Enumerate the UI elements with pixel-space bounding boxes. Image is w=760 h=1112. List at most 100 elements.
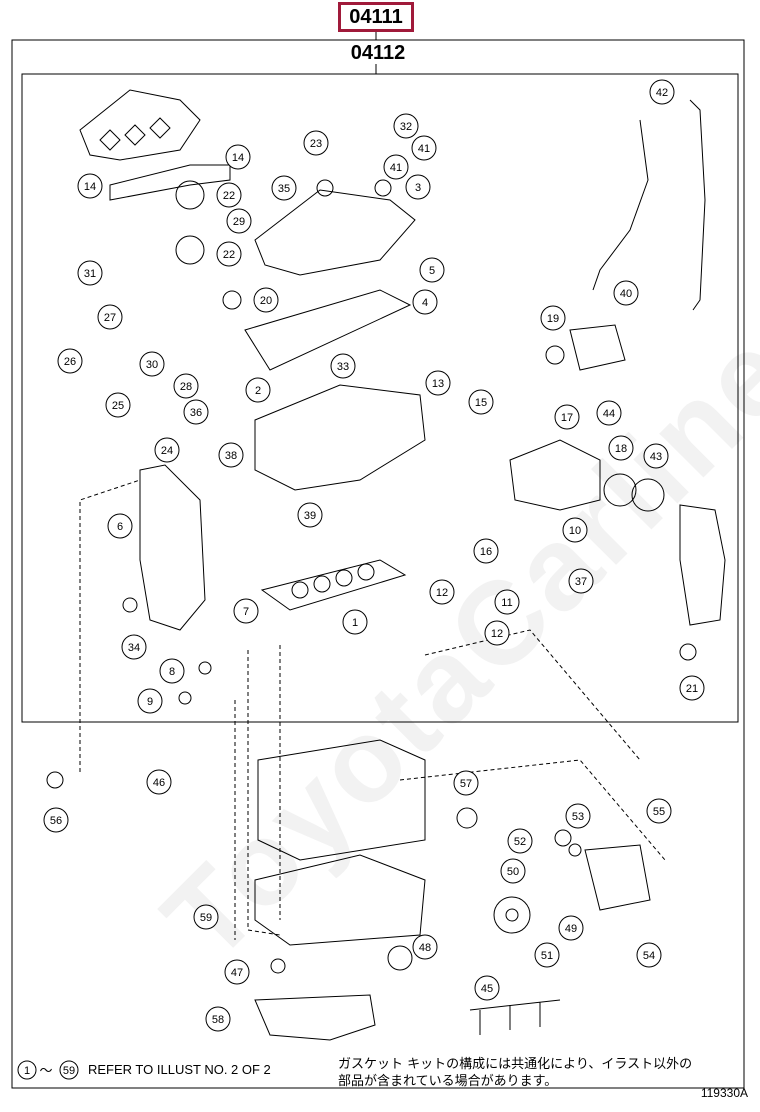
callout-2[interactable]: 2 [245,377,271,403]
callout-34[interactable]: 34 [121,634,147,660]
callout-49[interactable]: 49 [558,915,584,941]
callout-5[interactable]: 5 [419,257,445,283]
callout-22[interactable]: 22 [216,182,242,208]
callout-22[interactable]: 22 [216,241,242,267]
callout-label: 6 [117,521,123,533]
callout-53[interactable]: 53 [565,803,591,829]
callout-label: 57 [460,778,472,790]
callout-9[interactable]: 9 [137,688,163,714]
callout-circle [107,513,133,539]
callout-label: 43 [650,451,662,463]
callout-15[interactable]: 15 [468,389,494,415]
callout-14[interactable]: 14 [225,144,251,170]
part-number-sub[interactable]: 04112 [350,42,406,64]
callout-label: 11 [501,597,512,609]
callout-31[interactable]: 31 [77,260,103,286]
callout-label: 58 [212,1014,224,1026]
callout-35[interactable]: 35 [271,175,297,201]
callout-40[interactable]: 40 [613,280,639,306]
callout-51[interactable]: 51 [534,942,560,968]
callout-32[interactable]: 32 [393,113,419,139]
callout-27[interactable]: 27 [97,304,123,330]
callout-label: 20 [260,295,272,307]
callout-11[interactable]: 11 [494,589,520,615]
callout-label: 22 [223,249,235,261]
callout-39[interactable]: 39 [297,502,323,528]
callout-13[interactable]: 13 [425,370,451,396]
callout-8[interactable]: 8 [159,658,185,684]
part-number-main[interactable]: 04111 [338,2,414,32]
callout-label: 2 [255,385,261,397]
callout-43[interactable]: 43 [643,443,669,469]
callout-21[interactable]: 21 [679,675,705,701]
callout-46[interactable]: 46 [146,769,172,795]
callout-18[interactable]: 18 [608,435,634,461]
callout-4[interactable]: 4 [412,289,438,315]
callout-41[interactable]: 41 [411,135,437,161]
footer-refer-text: REFER TO ILLUST NO. 2 OF 2 [88,1062,271,1077]
callout-circle [154,437,180,463]
callout-circle [636,942,662,968]
callout-circle [507,828,533,854]
callout-59[interactable]: 59 [193,904,219,930]
callout-14[interactable]: 14 [77,173,103,199]
callout-circle [453,770,479,796]
callout-12[interactable]: 12 [484,620,510,646]
callout-circle [562,517,588,543]
callout-44[interactable]: 44 [596,400,622,426]
callout-24[interactable]: 24 [154,437,180,463]
callout-circle [183,399,209,425]
callout-label: 41 [418,143,430,155]
callout-label: 40 [620,288,632,300]
callout-10[interactable]: 10 [562,517,588,543]
callout-circle [218,442,244,468]
callout-7[interactable]: 7 [233,598,259,624]
inner-frame [21,73,739,723]
callout-36[interactable]: 36 [183,399,209,425]
callout-20[interactable]: 20 [253,287,279,313]
callout-circle [412,289,438,315]
callout-57[interactable]: 57 [453,770,479,796]
callout-circle [474,975,500,1001]
callout-17[interactable]: 17 [554,404,580,430]
callout-56[interactable]: 56 [43,807,69,833]
callout-3[interactable]: 3 [405,174,431,200]
callout-38[interactable]: 38 [218,442,244,468]
callout-circle [412,934,438,960]
callout-circle [473,538,499,564]
callout-label: 1 [352,617,358,629]
callout-33[interactable]: 33 [330,353,356,379]
callout-28[interactable]: 28 [173,373,199,399]
callout-45[interactable]: 45 [474,975,500,1001]
callout-42[interactable]: 42 [649,79,675,105]
callout-circle [558,915,584,941]
callout-circle [554,404,580,430]
callout-55[interactable]: 55 [646,798,672,824]
callout-circle [649,79,675,105]
callout-25[interactable]: 25 [105,392,131,418]
callout-37[interactable]: 37 [568,568,594,594]
callout-16[interactable]: 16 [473,538,499,564]
callout-47[interactable]: 47 [224,959,250,985]
callout-23[interactable]: 23 [303,130,329,156]
callout-26[interactable]: 26 [57,348,83,374]
callout-30[interactable]: 30 [139,351,165,377]
callout-1[interactable]: 1 [342,609,368,635]
callout-circle [193,904,219,930]
callout-6[interactable]: 6 [107,513,133,539]
callout-circle [173,373,199,399]
callout-label: 35 [278,183,290,195]
callout-48[interactable]: 48 [412,934,438,960]
callout-52[interactable]: 52 [507,828,533,854]
callout-58[interactable]: 58 [205,1006,231,1032]
callout-29[interactable]: 29 [226,208,252,234]
callout-19[interactable]: 19 [540,305,566,331]
callout-41[interactable]: 41 [383,154,409,180]
callout-label: 39 [304,510,316,522]
callout-label: 34 [128,642,140,654]
callout-54[interactable]: 54 [636,942,662,968]
callout-circle [484,620,510,646]
callout-50[interactable]: 50 [500,858,526,884]
callout-12[interactable]: 12 [429,579,455,605]
callout-label: 4 [422,297,428,309]
